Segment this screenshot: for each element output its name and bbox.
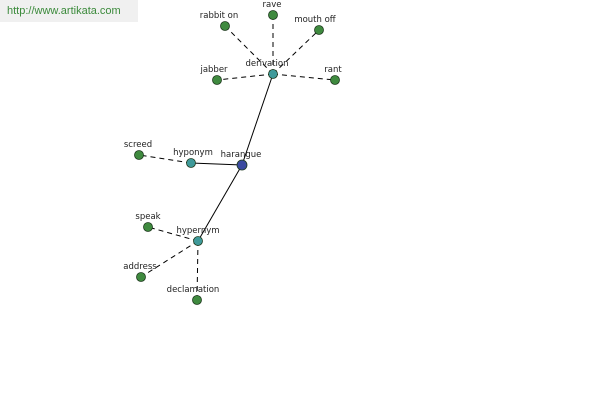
- term-label-rabbit-on[interactable]: rabbit on: [200, 11, 238, 21]
- relation-node-hypernym[interactable]: [193, 236, 203, 246]
- edge-hypernym-address: [140, 240, 199, 278]
- term-label-mouth-off[interactable]: mouth off: [294, 15, 336, 25]
- graph-edges: [138, 15, 336, 301]
- edge-harangue-hypernym: [197, 164, 243, 242]
- term-node-jabber[interactable]: [212, 75, 222, 85]
- term-label-address[interactable]: address: [123, 262, 157, 272]
- graph-nodes: [134, 10, 340, 305]
- term-node-mouth-off[interactable]: [314, 25, 324, 35]
- term-node-rabbit-on[interactable]: [220, 21, 230, 31]
- term-label-rave[interactable]: rave: [263, 0, 282, 10]
- edge-derivation-mouth-off: [272, 29, 320, 75]
- edge-hypernym-declamation: [196, 240, 199, 301]
- edge-derivation-rant: [272, 73, 336, 81]
- relation-node-derivation[interactable]: [268, 69, 278, 79]
- term-node-speak[interactable]: [143, 222, 153, 232]
- term-node-screed[interactable]: [134, 150, 144, 160]
- graph-labels: harangue derivation rabbit on rave mouth off…: [123, 0, 342, 295]
- edge-derivation-rabbit-on: [224, 25, 274, 75]
- edge-derivation-jabber: [216, 73, 274, 81]
- relation-label-hyponym[interactable]: hyponym: [173, 148, 213, 158]
- relation-node-hyponym[interactable]: [186, 158, 196, 168]
- term-node-rave[interactable]: [268, 10, 278, 20]
- relation-label-hypernym[interactable]: hypernym: [176, 226, 219, 236]
- term-node-rant[interactable]: [330, 75, 340, 85]
- term-node-address[interactable]: [136, 272, 146, 282]
- relation-label-derivation[interactable]: derivation: [245, 59, 288, 69]
- edge-harangue-derivation: [241, 73, 274, 166]
- term-label-speak[interactable]: speak: [135, 212, 160, 222]
- site-url-banner: http://www.artikata.com: [0, 0, 138, 22]
- term-node-declamation[interactable]: [192, 295, 202, 305]
- term-label-jabber[interactable]: jabber: [199, 65, 228, 75]
- edge-harangue-hyponym: [190, 162, 243, 166]
- central-word-node[interactable]: [236, 159, 248, 171]
- term-label-declamation[interactable]: declamation: [167, 285, 220, 295]
- term-label-screed[interactable]: screed: [124, 140, 152, 150]
- term-label-rant[interactable]: rant: [324, 65, 342, 75]
- central-word-label[interactable]: harangue: [221, 150, 262, 160]
- site-url-link[interactable]: http://www.artikata.com: [7, 5, 121, 17]
